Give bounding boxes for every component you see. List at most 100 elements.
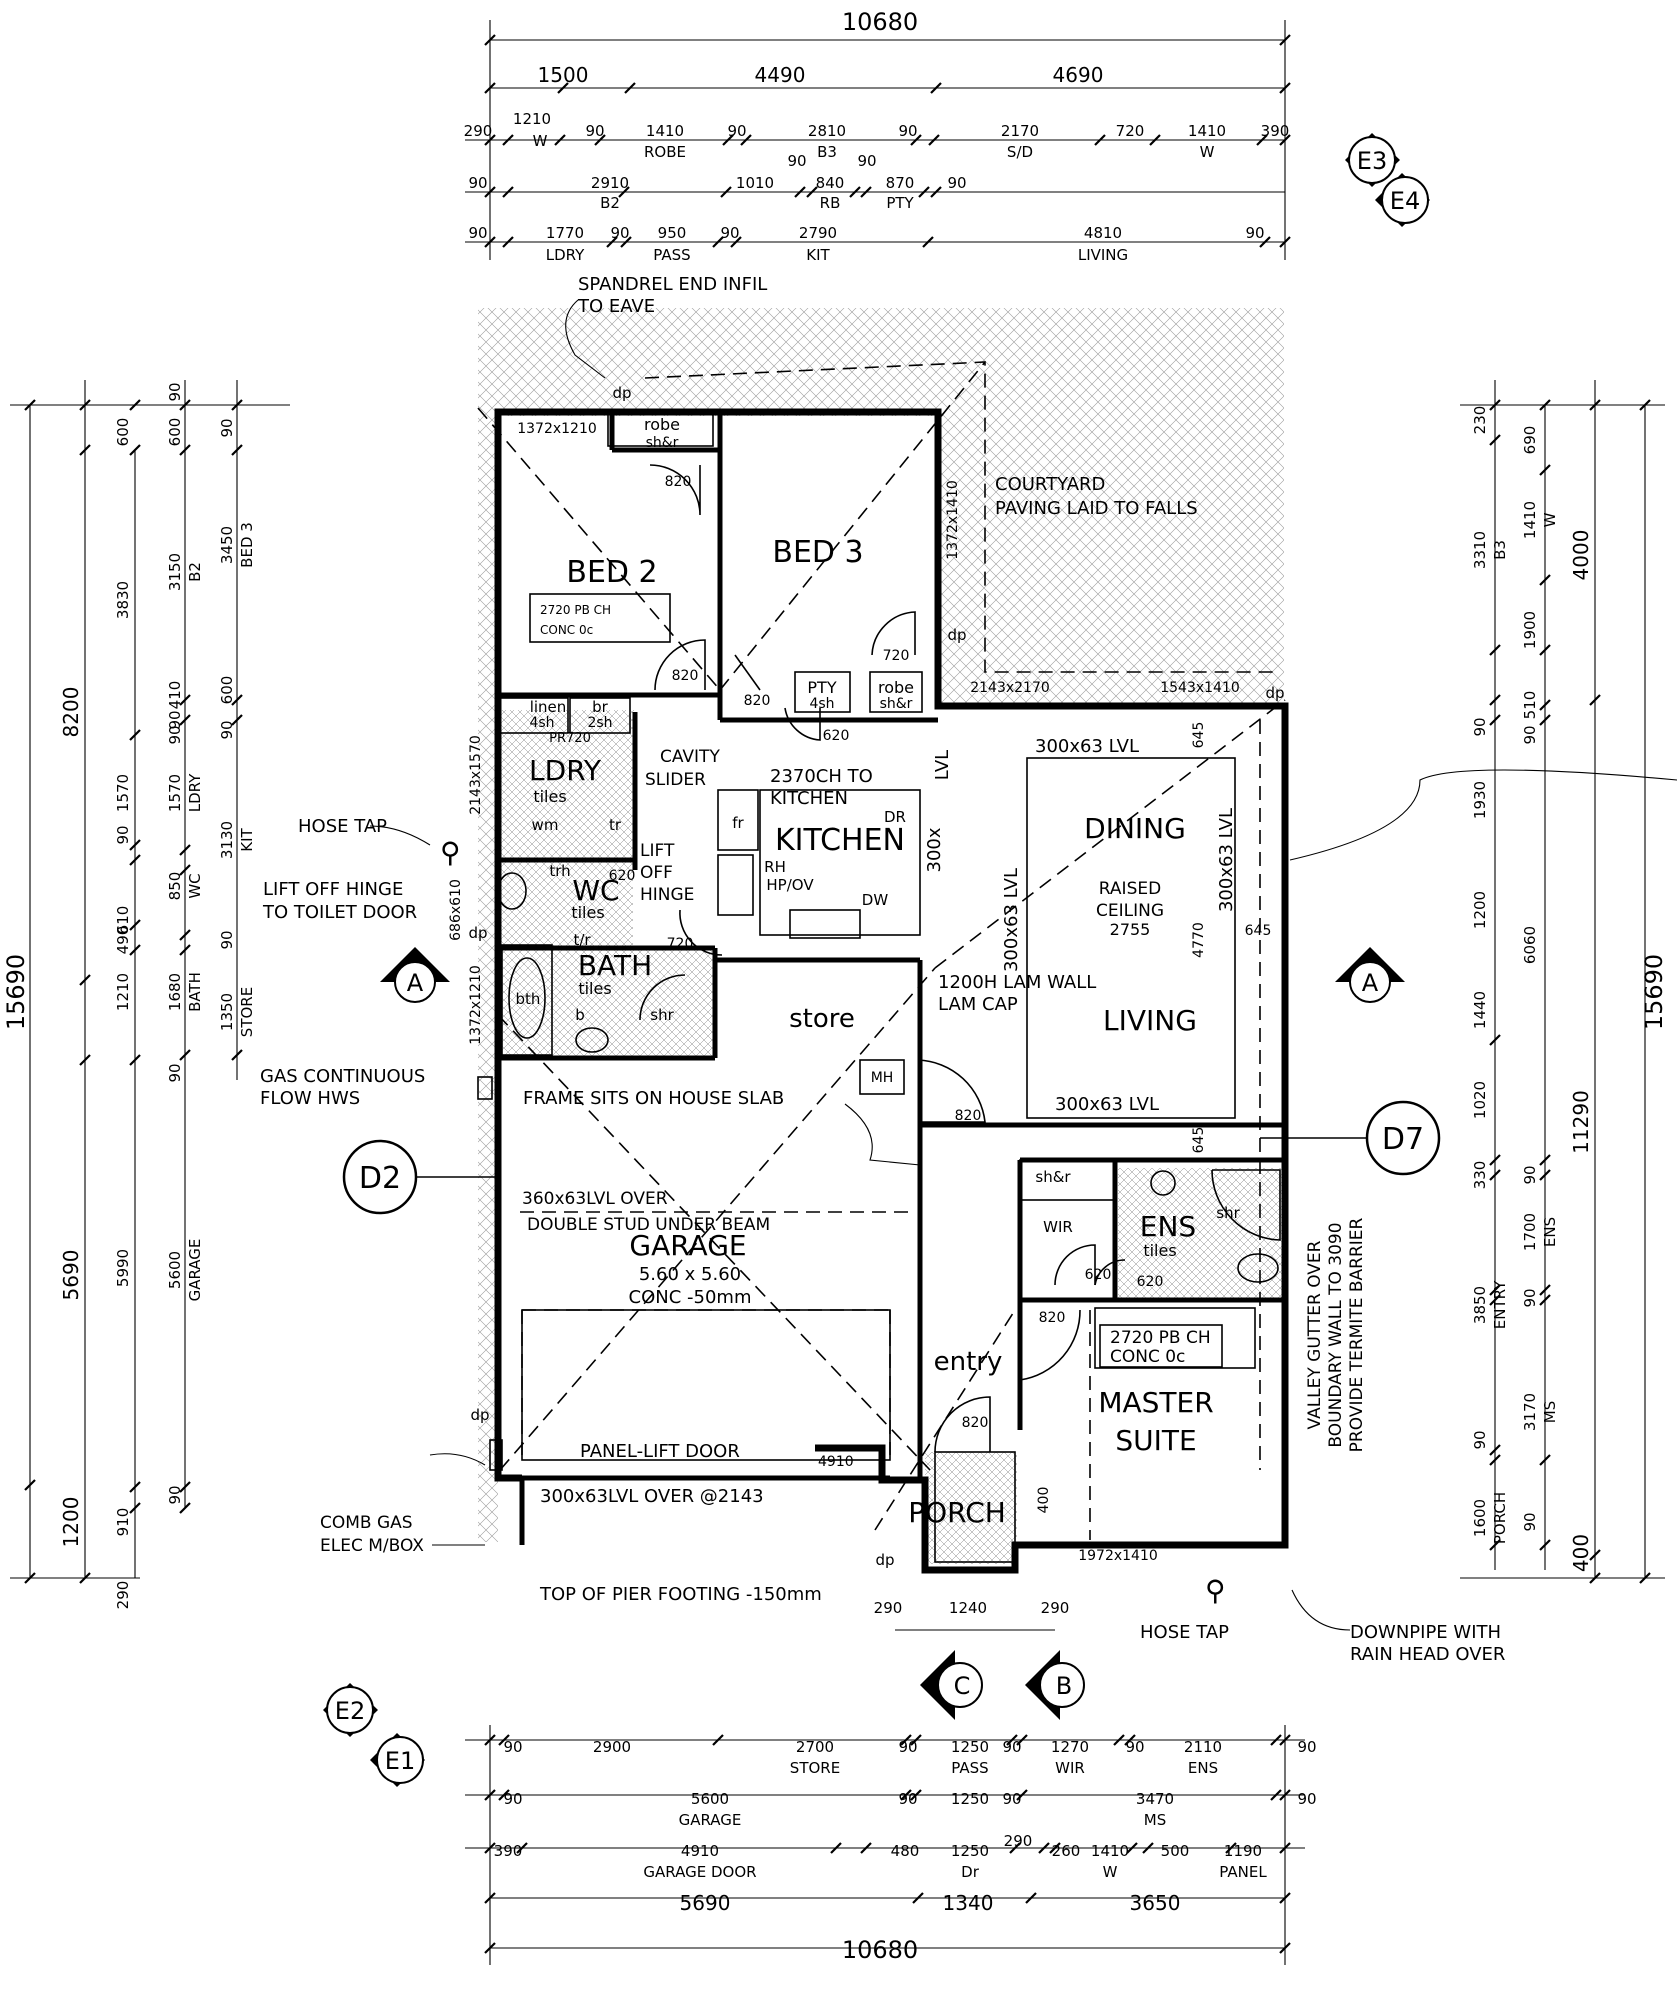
door-size: 820 bbox=[672, 668, 699, 684]
dim-tick bbox=[918, 186, 930, 198]
fixtures bbox=[497, 412, 1281, 1563]
dim-label: ENTRY bbox=[1491, 1280, 1509, 1329]
dim-tick bbox=[1225, 1842, 1237, 1854]
lift-off-note: HINGE bbox=[640, 885, 694, 905]
dim: 1350 bbox=[218, 993, 236, 1031]
dim: 410 bbox=[166, 681, 184, 710]
dim: 910 bbox=[114, 1508, 132, 1537]
dim: 90 bbox=[898, 122, 917, 140]
detail-marker-d7[interactable]: D7 bbox=[1260, 1100, 1441, 1176]
dim-tick bbox=[1279, 1942, 1291, 1954]
dim: 1680 bbox=[166, 973, 184, 1011]
dim-tick bbox=[1489, 1154, 1501, 1166]
dim-tick bbox=[1589, 694, 1601, 706]
downpipe-note: RAIN HEAD OVER bbox=[1350, 1644, 1505, 1665]
dim: 600 bbox=[166, 418, 184, 447]
dim-tick bbox=[720, 186, 732, 198]
dim-tick bbox=[830, 1842, 842, 1854]
dim-tick bbox=[1489, 1169, 1501, 1181]
dim-tick bbox=[594, 134, 606, 146]
room-master-suite: SUITE bbox=[1115, 1424, 1196, 1457]
dim: 1200 bbox=[59, 1497, 83, 1548]
gas-note: FLOW HWS bbox=[260, 1088, 360, 1109]
elevation-marker-e2-e1[interactable]: E2 E1 bbox=[323, 1683, 425, 1787]
dim-label: B3 bbox=[817, 143, 837, 161]
dim: 90 bbox=[898, 1738, 917, 1756]
dim-tick bbox=[912, 1892, 924, 1904]
dim: 1930 bbox=[1471, 781, 1489, 819]
rangehood-label: RH bbox=[764, 858, 786, 876]
dim-label: BED 3 bbox=[238, 522, 256, 568]
dim: 1440 bbox=[1471, 991, 1489, 1029]
dim-tick bbox=[1279, 1789, 1291, 1801]
section-marker-a-right[interactable]: A bbox=[1335, 947, 1405, 1003]
dim-label: PTY bbox=[886, 194, 914, 212]
elevation-label: E3 bbox=[1357, 147, 1387, 175]
finish-label: tiles bbox=[578, 979, 611, 998]
dim: 1190 bbox=[1224, 1842, 1262, 1860]
dim-tick bbox=[1589, 399, 1601, 411]
elevation-marker-e3-e4[interactable]: E3 E4 bbox=[1345, 133, 1430, 227]
dim-tick bbox=[1038, 1842, 1050, 1854]
pier-note: TOP OF PIER FOOTING -150mm bbox=[539, 1584, 822, 1605]
valley-note: BOUNDARY WALL TO 3090 bbox=[1326, 1222, 1346, 1447]
ceiling-height-note: 2370CH TO bbox=[770, 766, 873, 787]
dim: 90 bbox=[218, 720, 236, 739]
section-marker-a-left[interactable]: A bbox=[380, 947, 450, 1003]
dim-tick bbox=[1279, 82, 1291, 94]
dim-tick bbox=[1049, 1842, 1061, 1854]
dim: 870 bbox=[886, 174, 915, 192]
hinge-note: TO TOILET DOOR bbox=[262, 902, 417, 923]
door-size: 820 bbox=[744, 693, 771, 709]
dim-tick bbox=[712, 1734, 724, 1746]
lam-wall-note: LAM CAP bbox=[938, 994, 1018, 1015]
dim-tick bbox=[1279, 236, 1291, 248]
section-marker-c[interactable]: C bbox=[920, 1650, 983, 1720]
dim-tick bbox=[1539, 1169, 1551, 1181]
dim-label: W bbox=[1103, 1863, 1118, 1881]
dim-label: ENS bbox=[1188, 1759, 1218, 1777]
dim-tick bbox=[618, 186, 630, 198]
dim-tick bbox=[129, 854, 141, 866]
dim-tick bbox=[231, 444, 243, 456]
dim-tick bbox=[1025, 1892, 1037, 1904]
downpipe-label: dp bbox=[1265, 684, 1284, 702]
detail-label: D7 bbox=[1382, 1122, 1424, 1157]
dim-label: RB bbox=[820, 194, 841, 212]
dim: 290 bbox=[114, 1581, 132, 1610]
broom-shelves: 2sh bbox=[587, 715, 612, 731]
dim-label: ROBE bbox=[644, 143, 686, 161]
panel-door-dim: 4910 bbox=[818, 1454, 854, 1470]
dim-tick bbox=[484, 186, 496, 198]
hose-tap-note-2: HOSE TAP bbox=[1140, 1622, 1229, 1643]
dim-tick bbox=[24, 1572, 36, 1584]
hotplate-label: HP/OV bbox=[766, 876, 814, 894]
section-marker-b[interactable]: B bbox=[1025, 1650, 1085, 1720]
shelf-label: sh&r bbox=[646, 435, 679, 451]
dim-tick bbox=[179, 929, 191, 941]
manhole-label: MH bbox=[871, 1070, 894, 1086]
dim: 1240 bbox=[949, 1599, 987, 1617]
dim-tick bbox=[794, 186, 806, 198]
dim: 90 bbox=[468, 224, 487, 242]
dim-tick bbox=[1639, 1572, 1651, 1584]
dim-tick bbox=[1489, 714, 1501, 726]
dim-tick bbox=[849, 186, 861, 198]
dim-label: STORE bbox=[238, 987, 256, 1037]
dim: 90 bbox=[727, 122, 746, 140]
dim-tick bbox=[129, 944, 141, 956]
dim-label: Dr bbox=[961, 1863, 980, 1881]
dim-tick bbox=[129, 729, 141, 741]
robe3-shelf: sh&r bbox=[880, 696, 913, 712]
dim-label: KIT bbox=[806, 246, 830, 264]
dim: 90 bbox=[1471, 1430, 1489, 1449]
dim-tick bbox=[1589, 1549, 1601, 1561]
room-bed2: BED 2 bbox=[566, 555, 657, 590]
hose-tap-icon: ⚲ bbox=[1205, 1574, 1226, 1607]
porch-dim: 400 bbox=[1036, 1487, 1052, 1514]
detail-marker-d2[interactable]: D2 bbox=[342, 1139, 498, 1215]
dim-tick bbox=[930, 82, 942, 94]
dim-tick bbox=[484, 1892, 496, 1904]
dim-tick bbox=[179, 1481, 191, 1493]
